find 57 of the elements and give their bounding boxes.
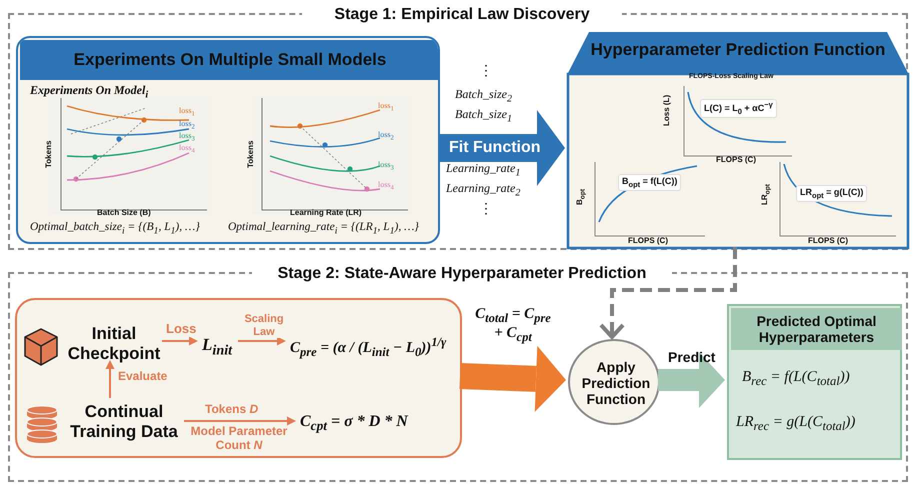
stage-title: Stage 2: State-Aware Hyperparameter Prediction [252,265,672,284]
series-label: Learning_rate$_{2}$ [446,182,520,199]
block-arrow [460,346,566,412]
edge-label: Loss [166,322,196,337]
series-label: Batch_size$_{1}$ [455,108,512,125]
edge-label: Predict [668,349,716,366]
series-label: loss$_{4}$ [179,143,195,156]
ellipsis: ⋮ [479,62,493,78]
axis-label: Tokens [44,140,54,168]
series-label: loss$_{1}$ [179,106,195,118]
arrow [238,336,286,346]
series-label: loss$_{3}$ [378,160,394,172]
series-label: Batch_size$_{2}$ [455,88,512,105]
node-label: Initial Checkpoint [62,324,166,364]
panel-header: Hyperparameter Prediction Function [590,40,886,60]
node-label: Apply Prediction Function [580,359,652,408]
block-arrow [658,352,725,408]
dashed-arrow [599,247,737,339]
series-label: loss$_{4}$ [378,180,394,192]
axis-label: Tokens [246,140,256,168]
formula: Optimal_learning_rate$_{i}$ = {(LR$_{1}$, L$_{1}$), …} [228,221,419,236]
estimation-panel [15,298,462,458]
formula: B$_{rec}$ = f(L(C$_{total}$)) [742,369,850,388]
panel-header: Predicted Optimal Hyperparameters [731,308,902,350]
edge-label: Fit Function [449,139,541,158]
panel-header: Experiments On Multiple Small Models [20,40,438,80]
series-label: loss$_{2}$ [378,130,394,142]
formula-label: B$_{opt}$ = f(L(C)) [618,174,682,192]
block-arrow [438,110,565,186]
arrow [162,336,198,346]
formula: C$_{pre}$ = (α / (L$_{init}$ − L$_{0}$))$^{1/γ}$ [290,335,456,359]
series-label: loss$_{1}$ [378,101,394,114]
series-label: loss$_{2}$ [179,119,195,132]
series-label: loss$_{3}$ [179,131,195,144]
ellipsis: ⋮ [479,200,493,216]
formula: LR$_{rec}$ = g(L(C$_{total}$)) [736,414,856,434]
node-label: Continual Training Data [60,402,188,446]
axis-label: Learning Rate (LR) [290,208,362,218]
stage-title: Stage 1: Empirical Law Discovery [302,6,622,24]
chart-heading: Experiments On Model$_{i}$ [30,84,148,101]
formula-label: L(C) = L$_{0}$ + αC$^{−γ}$ [700,99,777,118]
arrow [106,360,114,398]
result-panel [727,304,902,460]
series-label: Learning_rate$_{1}$ [446,162,520,179]
formula-label: LR$_{opt}$ = g(L(C)) [796,185,868,202]
axis-label: FLOPS (C) [808,236,848,246]
arrow [184,416,296,426]
formula: C$_{cpt}$ = σ * D * N [300,413,450,437]
annotation-label: Model Parameter Count N [190,425,288,453]
axis-label: FLOPS (C) [716,155,756,164]
experiments-panel [16,36,440,244]
formula: Optimal_batch_size$_{i}$ = {(B$_{1}$, L$_{1}$), …} [30,221,200,236]
axis-label: Batch Size (B) [97,208,151,218]
edge-label: C$_{total}$ = C$_{pre}$ + C$_{cpt}$ [474,306,552,345]
prediction-function-panel [567,32,909,249]
axis-label: Loss (L) [662,94,672,126]
axis-label: FLOPS (C) [628,236,668,246]
